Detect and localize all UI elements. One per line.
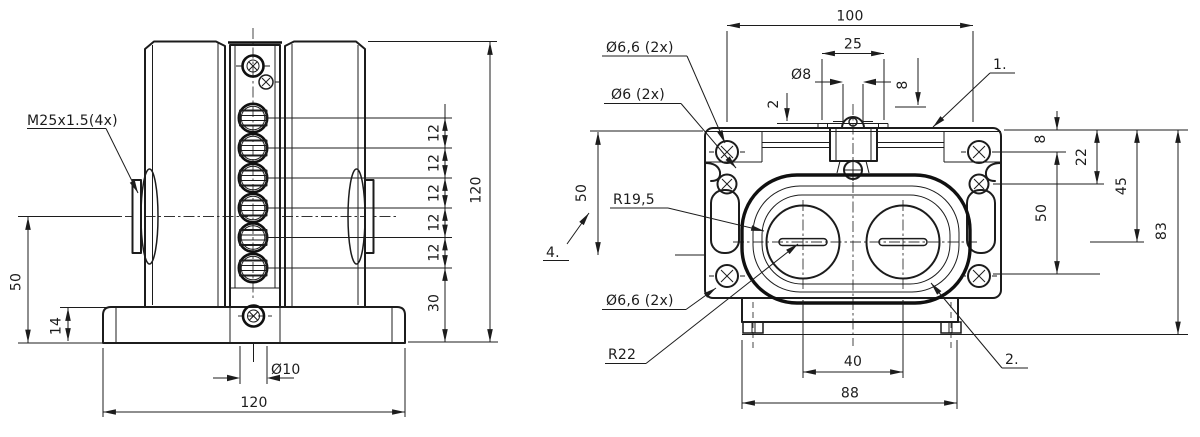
dim-offset-45-label: 45 xyxy=(1114,177,1130,195)
dim-offset-45: 45 xyxy=(1114,129,1140,243)
dim-center-height: 50 xyxy=(9,216,120,344)
dim-width-100-label: 100 xyxy=(836,9,863,25)
dim-offset-2: 2 xyxy=(766,93,818,124)
front-view-gland-right xyxy=(347,168,375,265)
dim-center-height-label: 50 xyxy=(9,273,25,291)
dim-dia-8: Ø8 xyxy=(791,67,891,121)
dim-pitch-chain: 12 12 12 12 12 xyxy=(427,104,448,269)
dim-width-88-label: 88 xyxy=(841,386,859,402)
callout-dia6: Ø6 (2x) xyxy=(604,87,737,169)
callout-dia66-bottom-label: Ø6,6 (2x) xyxy=(606,293,674,309)
front-view-body xyxy=(102,40,406,344)
top-view: 100 25 Ø8 2 8 xyxy=(543,9,1188,409)
clip-hook-right xyxy=(984,162,1002,182)
callout-r195: R19,5 xyxy=(610,192,765,232)
front-view-top-screw xyxy=(236,54,270,78)
dim-width-40-label: 40 xyxy=(844,354,862,370)
dim-base-height: 14 xyxy=(49,307,106,342)
clamp-block xyxy=(829,127,878,162)
front-view-grommets xyxy=(237,102,269,284)
dim-total-height-label: 120 xyxy=(469,176,485,203)
screw-bottom-right xyxy=(961,264,997,288)
callout-r195-label: R19,5 xyxy=(613,192,655,208)
dim-width-25: 25 xyxy=(821,37,885,120)
dim-pitch-label: 12 xyxy=(427,184,443,202)
dim-total-height: 120 xyxy=(368,41,497,343)
dim-bottom-offset-label: 30 xyxy=(427,294,443,312)
dim-pitch-label: 12 xyxy=(427,124,443,142)
seal-rings xyxy=(740,173,972,305)
bore-left xyxy=(765,204,841,280)
front-view-pitch-extension-lines xyxy=(268,117,452,269)
bottom-skirt xyxy=(741,297,1188,335)
thread-callout-label: M25x1.5(4x) xyxy=(27,113,118,129)
callout-dia66-bottom: Ø6,6 (2x) xyxy=(602,287,717,310)
screw-mid-left xyxy=(716,173,738,195)
screw-top-left xyxy=(709,140,745,164)
dim-base-width-label: 120 xyxy=(240,395,267,411)
callout-dia6-label: Ø6 (2x) xyxy=(611,87,665,103)
dim-offset-50-left-label: 50 xyxy=(574,184,590,202)
side-channel-right xyxy=(966,189,996,254)
grommet xyxy=(237,132,269,164)
dim-dia-8-label: Ø8 xyxy=(791,67,811,83)
dim-width-25-label: 25 xyxy=(844,37,862,53)
dim-offset-8-right: 8 xyxy=(1033,111,1060,144)
screw-mid-right xyxy=(968,173,990,195)
dim-width-100: 100 xyxy=(726,9,974,122)
screw-bottom-left xyxy=(709,264,745,288)
callout-2-label: 2. xyxy=(1005,352,1019,368)
callout-dia66-top: Ø6,6 (2x) xyxy=(602,40,726,144)
grommet xyxy=(237,102,269,134)
dim-offset-22: 22 xyxy=(1074,129,1100,185)
front-view-small-screw xyxy=(258,74,280,90)
callout-4: 4. xyxy=(543,212,590,261)
grommet xyxy=(237,222,269,254)
dim-width-40: 40 xyxy=(802,300,904,378)
grommet xyxy=(237,252,269,284)
dim-slot-dia-label: Ø10 xyxy=(271,362,300,378)
dim-pitch-label: 12 xyxy=(427,213,443,231)
front-view-bottom-screw xyxy=(241,304,266,328)
bore-right xyxy=(865,204,941,280)
dim-offset-50-right-label: 50 xyxy=(1034,204,1050,222)
dim-base-width: 120 xyxy=(102,348,406,417)
thread-callout: M25x1.5(4x) xyxy=(27,113,139,194)
dim-pitch-label: 12 xyxy=(427,154,443,172)
dim-height-83-label: 83 xyxy=(1154,222,1170,240)
front-view: M25x1.5(4x) 50 14 Ø10 xyxy=(9,28,498,417)
callout-dia66-top-label: Ø6,6 (2x) xyxy=(606,40,674,56)
dim-offset-50-left: 50 xyxy=(574,130,706,256)
side-channel-left xyxy=(710,189,740,254)
callout-4-label: 4. xyxy=(546,245,560,261)
grommet xyxy=(237,162,269,194)
callout-1: 1. xyxy=(932,57,1015,128)
dim-bottom-offset: 30 xyxy=(408,267,498,343)
callout-r22-label: R22 xyxy=(608,347,636,363)
screw-top-right xyxy=(961,140,997,164)
dim-offset-50-right: 50 xyxy=(1034,151,1060,275)
dim-offset-8-top-label: 8 xyxy=(895,80,911,89)
clip-hook-left xyxy=(704,162,722,182)
dim-slot-dia: Ø10 xyxy=(213,346,300,384)
top-view-right-extensions xyxy=(993,129,1188,275)
center-screw xyxy=(836,159,870,181)
callout-1-label: 1. xyxy=(993,57,1007,73)
dim-offset-8-right-label: 8 xyxy=(1033,134,1049,143)
dim-pitch-label: 12 xyxy=(427,243,443,261)
front-view-gland-left xyxy=(131,168,159,265)
dim-height-83: 83 xyxy=(1154,129,1181,335)
dim-offset-22-label: 22 xyxy=(1074,148,1090,166)
dome-dia8 xyxy=(841,116,865,129)
dim-offset-8-top: 8 xyxy=(895,58,926,108)
callout-2: 2. xyxy=(930,282,1028,369)
dim-offset-2-label: 2 xyxy=(766,99,782,108)
dim-base-height-label: 14 xyxy=(49,317,65,335)
dim-width-88: 88 xyxy=(741,340,958,409)
callout-r22: R22 xyxy=(605,243,799,364)
